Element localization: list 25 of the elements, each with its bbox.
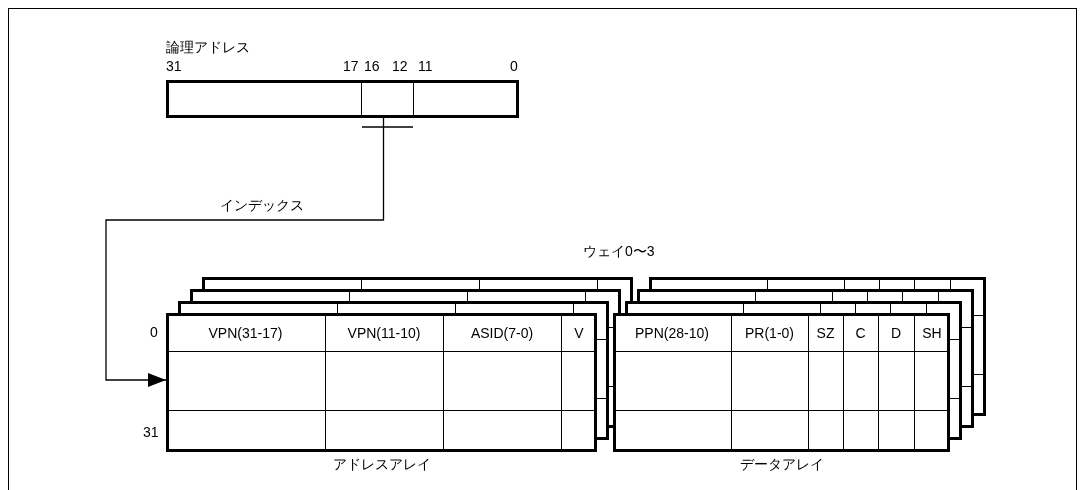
column-header: PR(1-0) <box>744 324 795 343</box>
table-caption: アドレスアレイ <box>331 456 432 472</box>
column-header: PPN(28-10) <box>634 324 710 343</box>
column-header: VPN(11-10) <box>346 324 422 343</box>
bit-number: 17 <box>343 58 359 74</box>
way-label: ウェイ0〜3 <box>583 243 655 259</box>
arrow <box>105 117 385 387</box>
column-header: VPN(31-17) <box>207 324 284 343</box>
row-number: 0 <box>150 324 158 340</box>
column-header: SH <box>921 324 943 343</box>
bit-number: 16 <box>364 58 380 74</box>
bit-number: 11 <box>418 58 433 74</box>
bit-number: 12 <box>392 58 408 74</box>
column-header: D <box>889 324 903 343</box>
column-header: SZ <box>815 324 836 343</box>
index-field <box>361 83 414 115</box>
table-caption: データアレイ <box>738 456 825 472</box>
column-header: V <box>573 324 585 343</box>
edge-label: インデックス <box>220 197 304 213</box>
column-header: C <box>854 324 867 343</box>
row-number: 31 <box>143 424 159 440</box>
column-header: ASID(7-0) <box>469 324 535 343</box>
register-title: 論理アドレス <box>166 39 250 55</box>
bit-number: 31 <box>166 58 182 74</box>
bit-number: 0 <box>510 58 518 74</box>
